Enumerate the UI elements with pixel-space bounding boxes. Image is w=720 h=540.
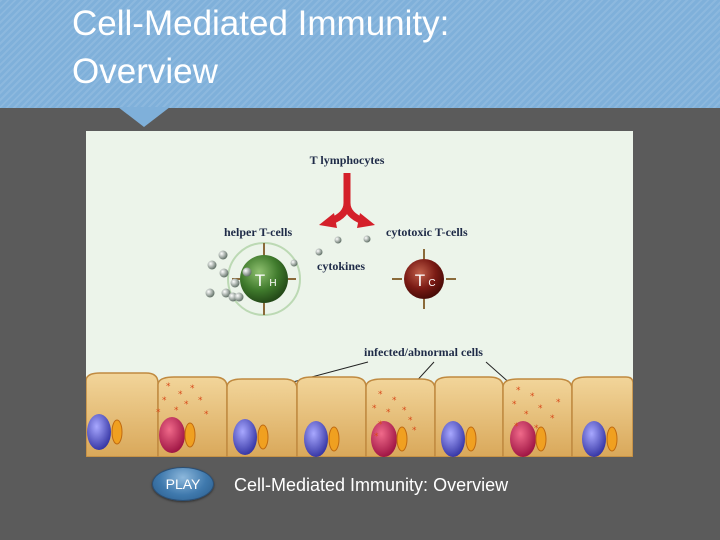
svg-text:*: * [374, 432, 379, 442]
arrowhead-left [319, 213, 337, 228]
svg-text:*: * [178, 390, 183, 400]
svg-text:*: * [174, 406, 179, 416]
helper-t-cell: T H [227, 242, 301, 316]
svg-text:*: * [392, 396, 397, 406]
title-bar [0, 0, 720, 108]
svg-text:*: * [530, 392, 535, 402]
svg-text:*: * [524, 410, 529, 420]
cytokines-label: cytokines [317, 259, 365, 273]
svg-text:*: * [538, 404, 543, 414]
svg-text:*: * [162, 396, 167, 406]
title-bar-pointer [118, 107, 170, 127]
arrowhead-right [357, 213, 375, 228]
svg-text:*: * [550, 414, 555, 424]
svg-text:*: * [534, 424, 539, 434]
infected-cells-label: infected/abnormal cells [364, 345, 483, 359]
cytokine-particles [205, 235, 371, 302]
svg-text:*: * [184, 400, 189, 410]
t-lymphocytes-label: T lymphocytes [310, 153, 385, 167]
slide-title: Cell-Mediated Immunity: Overview [72, 4, 450, 91]
svg-text:*: * [402, 406, 407, 416]
svg-text:*: * [408, 416, 413, 426]
svg-text:*: * [412, 426, 417, 436]
svg-text:*: * [190, 384, 195, 394]
play-button[interactable]: PLAY [152, 467, 214, 501]
svg-text:*: * [512, 400, 517, 410]
svg-text:*: * [378, 420, 383, 430]
svg-text:*: * [378, 390, 383, 400]
th-cell-subscript: H [269, 278, 276, 289]
animation-caption: Cell-Mediated Immunity: Overview [234, 475, 509, 495]
svg-text:*: * [516, 386, 521, 396]
cytotoxic-t-cells-label: cytotoxic T-cells [386, 225, 468, 239]
cell-mediated-immunity-illustration: T lymphocytes helper T-cells cytotoxic T… [86, 131, 633, 457]
epithelial-cell-layer: *** *** *** *** *** *** *** *** *** [86, 372, 633, 457]
svg-text:*: * [386, 408, 391, 418]
tc-cell-subscript: C [428, 278, 435, 289]
tc-cell-letter: T [415, 271, 425, 290]
th-cell-letter: T [255, 271, 265, 290]
helper-t-cells-label: helper T-cells [224, 225, 292, 239]
svg-text:*: * [198, 396, 203, 406]
svg-text:*: * [204, 410, 209, 420]
cytotoxic-t-cell: T C [392, 249, 456, 309]
svg-text:*: * [556, 398, 561, 408]
svg-text:*: * [514, 422, 519, 432]
svg-text:*: * [166, 382, 171, 392]
svg-text:*: * [156, 408, 161, 418]
svg-text:*: * [372, 404, 377, 414]
